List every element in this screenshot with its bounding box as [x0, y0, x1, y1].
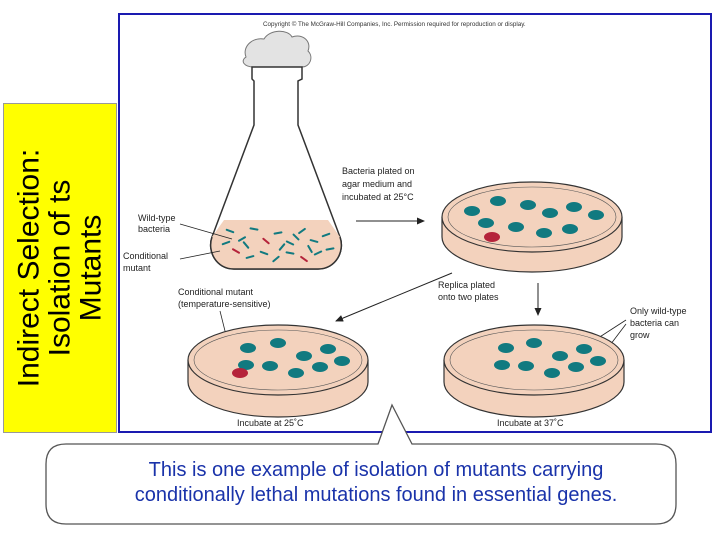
petri-plate-25c	[187, 324, 369, 418]
petri-plate-initial	[441, 181, 623, 273]
wild-type-colony	[520, 200, 536, 210]
plated-label-line-2: agar medium and	[342, 179, 412, 189]
wild-type-colony	[288, 368, 304, 378]
wild-type-colony	[568, 362, 584, 372]
plated-label-line-1: Bacteria plated on	[342, 166, 415, 176]
conditional-label-line-1: Conditional	[123, 251, 168, 261]
wild-type-bacterium	[309, 239, 319, 243]
wild-type-leader	[179, 223, 233, 240]
sidebar-title: Indirect Selection: Isolation of ts Muta…	[12, 108, 108, 428]
wild-type-colony	[508, 222, 524, 232]
wild-type-bacterium	[285, 240, 295, 246]
mutant-bacterium	[231, 248, 241, 254]
incubate-37-label: Incubate at 37˚C	[497, 418, 564, 428]
wild-type-bacterium	[278, 243, 286, 251]
wild-type-bacterium	[249, 227, 259, 231]
wild-type-colony	[334, 356, 350, 366]
mutant-colony	[232, 368, 248, 378]
wild-type-bacterium	[272, 255, 280, 263]
wild-type-colony	[464, 206, 480, 216]
title-line-2: Isolation of ts	[43, 179, 77, 357]
wild-type-colony	[270, 338, 286, 348]
wild-type-colony	[542, 208, 558, 218]
wild-type-colony	[536, 228, 552, 238]
wild-type-bacterium	[321, 232, 331, 238]
wild-type-label-line-1: Wild-type	[138, 213, 176, 223]
wild-type-colony	[562, 224, 578, 234]
conditional-label-line-2: mutant	[123, 263, 151, 273]
wild-type-colony	[296, 351, 312, 361]
wild-type-colony	[576, 344, 592, 354]
conditional-leader	[179, 250, 221, 260]
arrow-to-25c-plate	[335, 272, 453, 322]
wild-type-bacterium	[242, 241, 250, 249]
wild-type-colony	[588, 210, 604, 220]
mutant-bacterium	[262, 237, 270, 245]
wild-type-colony	[498, 343, 514, 353]
colonies-initial	[464, 196, 604, 242]
wild-type-bacterium	[225, 228, 235, 234]
wild-type-bacterium	[313, 250, 323, 256]
wild-type-bacterium	[221, 240, 231, 246]
flask	[210, 30, 342, 270]
title-line-3: Mutants	[74, 214, 108, 322]
wild-type-bacterium	[273, 231, 283, 235]
wild-type-colony	[262, 361, 278, 371]
conditional-ts-label-line-2: (temperature-sensitive)	[178, 299, 271, 309]
sidebar-title-panel: Indirect Selection: Isolation of ts Muta…	[3, 103, 117, 433]
wild-type-bacterium	[307, 244, 313, 254]
wild-type-label-line-2: bacteria	[138, 224, 170, 234]
colonies-25c	[232, 338, 350, 378]
wild-type-bacterium	[298, 227, 306, 235]
wild-type-colony	[590, 356, 606, 366]
wild-type-bacterium	[237, 236, 247, 242]
caption-line-1: This is one example of isolation of muta…	[148, 459, 604, 481]
wild-type-bacterium	[325, 247, 335, 251]
wild-type-bacterium	[259, 250, 269, 256]
replica-label-line-2: onto two plates	[438, 292, 499, 302]
wild-type-colony	[552, 351, 568, 361]
wild-type-colony	[478, 218, 494, 228]
replica-plating-diagram: Copyright © The McGraw-Hill Companies, I…	[123, 20, 687, 428]
caption-line-2: conditionally lethal mutations found in …	[134, 484, 618, 506]
wild-type-bacterium	[292, 233, 300, 241]
petri-plate-37c	[443, 324, 625, 418]
plated-label-line-3: incubated at 25°C	[342, 192, 414, 202]
conditional-ts-label-line-1: Conditional mutant	[178, 287, 254, 297]
wild-type-bacterium	[285, 251, 295, 255]
only-wild-label-line-2: bacteria can	[630, 318, 679, 328]
only-wild-label-line-3: grow	[630, 330, 650, 340]
wild-type-colony	[544, 368, 560, 378]
title-line-1: Indirect Selection:	[12, 148, 46, 388]
wild-type-colony	[240, 343, 256, 353]
wild-type-colony	[526, 338, 542, 348]
wild-type-colony	[518, 361, 534, 371]
colonies-37c	[494, 338, 606, 378]
only-wild-label-line-1: Only wild-type	[630, 306, 687, 316]
mutant-colony	[484, 232, 500, 242]
caption-text: This is one example of isolation of muta…	[78, 458, 674, 508]
cotton-plug	[242, 30, 312, 68]
wild-type-colony	[490, 196, 506, 206]
wild-type-colony	[312, 362, 328, 372]
wild-type-colony	[566, 202, 582, 212]
replica-label-line-1: Replica plated	[438, 280, 495, 290]
copyright-notice: Copyright © The McGraw-Hill Companies, I…	[263, 20, 526, 28]
diagram-panel: Copyright © The McGraw-Hill Companies, I…	[118, 13, 712, 433]
broth	[210, 220, 342, 269]
mutant-bacterium	[300, 255, 308, 263]
wild-type-colony	[320, 344, 336, 354]
incubate-25-label: Incubate at 25˚C	[237, 418, 304, 428]
wild-type-colony	[494, 360, 510, 370]
wild-type-colony	[238, 360, 254, 370]
bacteria-in-broth	[221, 227, 335, 263]
wild-type-bacterium	[245, 255, 255, 259]
